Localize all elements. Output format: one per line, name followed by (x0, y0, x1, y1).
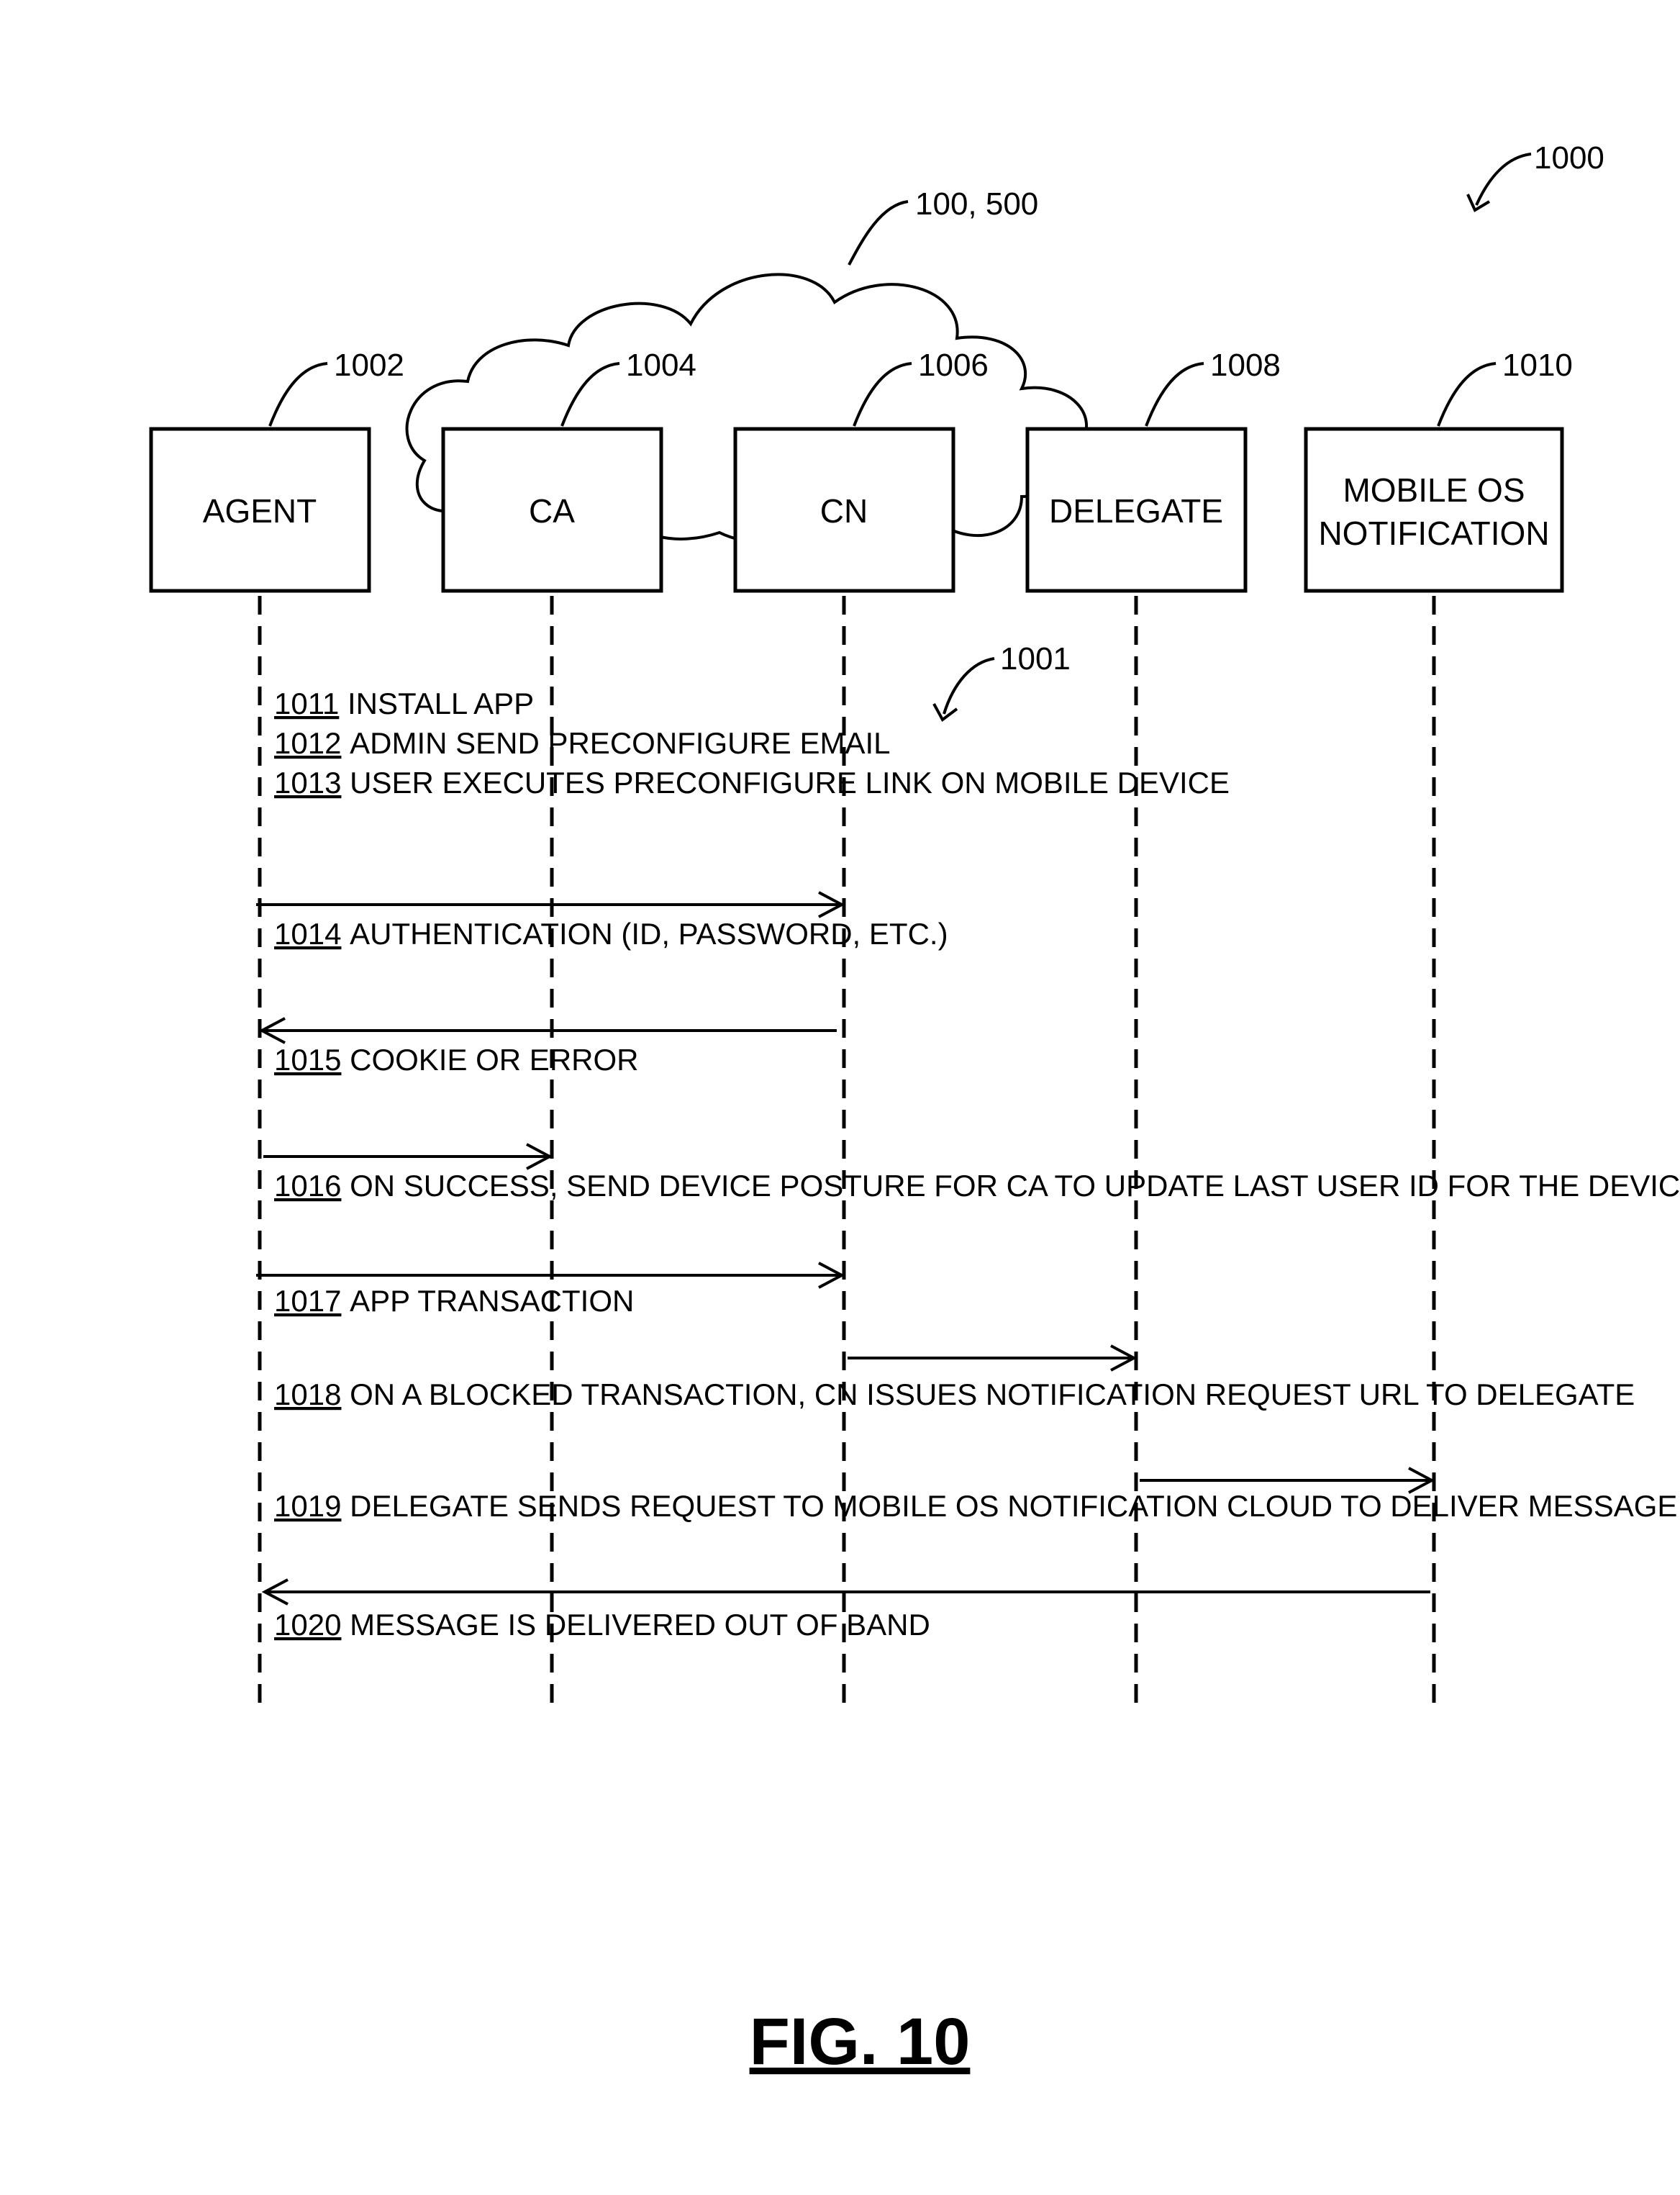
step-1016-text: ON SUCCESS, SEND DEVICE POSTURE FOR CA T… (341, 1169, 1680, 1203)
step-1012-text: ADMIN SEND PRECONFIGURE EMAIL (341, 726, 890, 760)
step-1015-text: COOKIE OR ERROR (341, 1043, 638, 1077)
step-1011-label: 1011 INSTALL APP (274, 687, 534, 720)
step-1019-number: 1019 (274, 1489, 341, 1523)
agent-label: AGENT (203, 492, 317, 530)
cn-ref: 1006 (918, 348, 989, 383)
mobile-os-box (1306, 429, 1562, 591)
delegate-ref: 1008 (1210, 348, 1281, 383)
mobile-os-label-line1: MOBILE OS (1343, 471, 1525, 509)
step-1017-label: 1017 APP TRANSACTION (274, 1284, 634, 1318)
step-1012-label: 1012 ADMIN SEND PRECONFIGURE EMAIL (274, 726, 891, 760)
step-1013-text: USER EXECUTES PRECONFIGURE LINK ON MOBIL… (341, 766, 1230, 800)
participant-delegate: DELEGATE 1008 (1027, 348, 1281, 591)
step-1018-text: ON A BLOCKED TRANSACTION, CN ISSUES NOTI… (341, 1377, 1635, 1411)
ca-label: CA (529, 492, 575, 530)
step-1015-number: 1015 (274, 1043, 341, 1077)
step-1017-text: APP TRANSACTION (341, 1284, 634, 1318)
step-1018-number: 1018 (274, 1377, 341, 1411)
mobile-os-ref-leader (1438, 363, 1496, 426)
figure-ref: 1000 (1534, 140, 1604, 176)
network-ref-leader (849, 202, 908, 265)
step-1014-label: 1014 AUTHENTICATION (ID, PASSWORD, ETC.) (274, 917, 948, 951)
mobile-os-ref: 1010 (1502, 348, 1573, 383)
step-1018-label: 1018 ON A BLOCKED TRANSACTION, CN ISSUES… (274, 1377, 1635, 1411)
step-1016-label: 1016 ON SUCCESS, SEND DEVICE POSTURE FOR… (274, 1169, 1680, 1203)
agent-ref: 1002 (334, 348, 404, 383)
delegate-label: DELEGATE (1049, 492, 1223, 530)
mobile-os-label-line2: NOTIFICATION (1318, 515, 1549, 552)
step-1019-label: 1019 DELEGATE SENDS REQUEST TO MOBILE OS… (274, 1489, 1677, 1523)
network-ref: 100, 500 (915, 186, 1038, 222)
sequence-ref: 1001 (1000, 641, 1071, 676)
step-1020-number: 1020 (274, 1608, 341, 1642)
figure-ref-leader (1476, 154, 1531, 205)
step-1019-text: DELEGATE SENDS REQUEST TO MOBILE OS NOTI… (341, 1489, 1677, 1523)
agent-ref-leader (270, 363, 327, 426)
step-1013-label: 1013 USER EXECUTES PRECONFIGURE LINK ON … (274, 766, 1230, 800)
step-1017-number: 1017 (274, 1284, 341, 1318)
figure-label: FIG. 10 (750, 2005, 971, 2078)
step-1013-number: 1013 (274, 766, 341, 800)
step-1014-text: AUTHENTICATION (ID, PASSWORD, ETC.) (341, 917, 948, 951)
ca-ref: 1004 (626, 348, 696, 383)
step-1011-number: 1011 (274, 687, 339, 720)
participant-agent: AGENT 1002 (151, 348, 404, 591)
step-1014-number: 1014 (274, 917, 341, 951)
step-1020-text: MESSAGE IS DELIVERED OUT OF BAND (341, 1608, 930, 1642)
sequence-ref-leader (944, 658, 994, 714)
participant-mobile-os: MOBILE OS NOTIFICATION 1010 (1306, 348, 1573, 591)
step-1012-number: 1012 (274, 726, 341, 760)
step-1016-number: 1016 (274, 1169, 341, 1203)
step-1011-text: INSTALL APP (339, 687, 534, 720)
delegate-ref-leader (1146, 363, 1204, 426)
step-1020-label: 1020 MESSAGE IS DELIVERED OUT OF BAND (274, 1608, 930, 1642)
cn-label: CN (820, 492, 868, 530)
step-1015-label: 1015 COOKIE OR ERROR (274, 1043, 639, 1077)
